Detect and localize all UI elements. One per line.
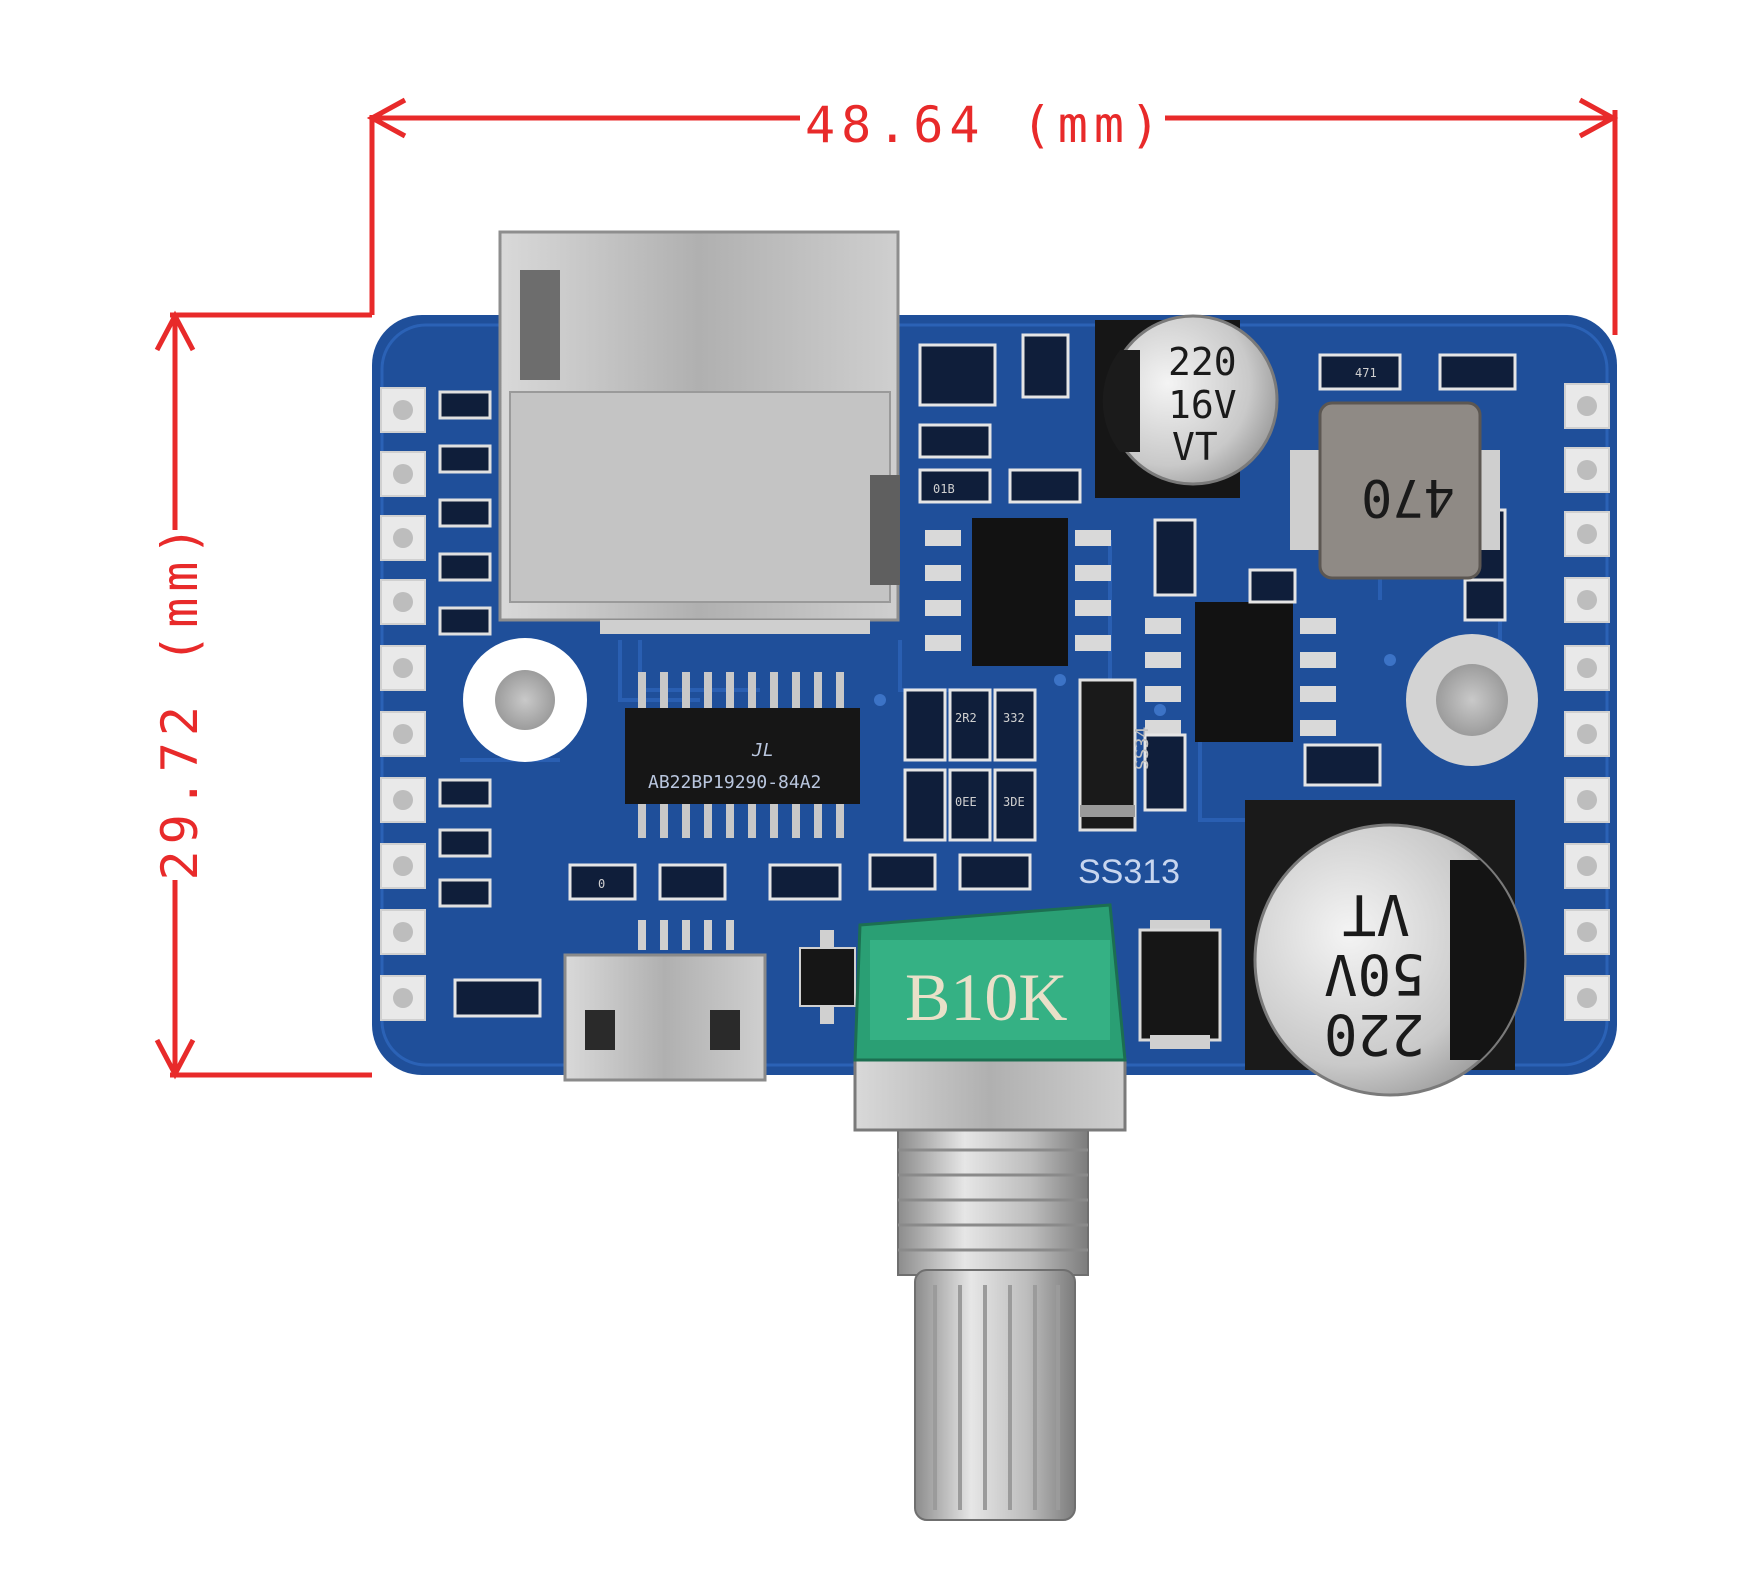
smd-components <box>453 333 1517 1018</box>
mounting-holes <box>463 634 1538 766</box>
chip-part-number: AB22BP19290-84A2 <box>648 772 821 793</box>
main-audio-chip: JL AB22BP19290-84A2 <box>625 672 860 838</box>
cap-large-line3: VT <box>1343 881 1410 946</box>
smd-label-01b: 01B <box>933 482 955 496</box>
diode-body-label: SS34 <box>1132 727 1153 770</box>
inductor: 470 <box>1290 401 1500 580</box>
chip-logo: JL <box>751 740 774 761</box>
cap-large-line1: 220 <box>1324 1001 1425 1066</box>
smd-label-332: 332 <box>1003 711 1025 725</box>
diode-silkscreen-label: SS313 <box>1078 853 1180 891</box>
cap-small-line3: VT <box>1172 425 1218 469</box>
capacitor-large: 220 50V VT <box>1245 800 1527 1097</box>
ic-sop8-a <box>925 518 1111 666</box>
diode-ss34: SS34 <box>1078 678 1153 832</box>
smd-label-0: 0 <box>598 877 605 891</box>
cap-small-line2: 16V <box>1168 383 1237 427</box>
smd-label-471: 471 <box>1355 366 1377 380</box>
width-dimension-label: 48.64 (mm) <box>805 96 1167 154</box>
potentiometer-shaft <box>897 1124 1089 1521</box>
inductor-label: 470 <box>1361 467 1455 527</box>
dimension-lines <box>154 97 1619 1080</box>
height-dimension-label: 29.72 (mm) <box>151 519 209 881</box>
smd-labels: 01B 2R2 332 0EE 3DE 471 0 <box>598 366 1377 891</box>
transistor <box>799 930 856 1024</box>
cap-large-line2: 50V <box>1324 941 1425 1006</box>
cap-small-line1: 220 <box>1168 340 1237 384</box>
header-pads-right <box>1564 383 1610 1021</box>
smd-resistors-left <box>438 390 492 908</box>
smd-label-0ee: 0EE <box>955 795 977 809</box>
diode-bottom <box>1138 920 1222 1049</box>
micro-usb-port <box>563 920 767 1082</box>
ic-sop8-b <box>1145 602 1336 742</box>
pot-label: B10K <box>905 959 1067 1035</box>
header-pads-left <box>380 387 426 1021</box>
sd-card-slot <box>498 230 900 634</box>
smd-label-2r2: 2R2 <box>955 711 977 725</box>
smd-label-3de: 3DE <box>1003 795 1025 809</box>
capacitor-small: 220 16V VT <box>1095 314 1279 498</box>
potentiometer: B10K <box>853 903 1127 1132</box>
